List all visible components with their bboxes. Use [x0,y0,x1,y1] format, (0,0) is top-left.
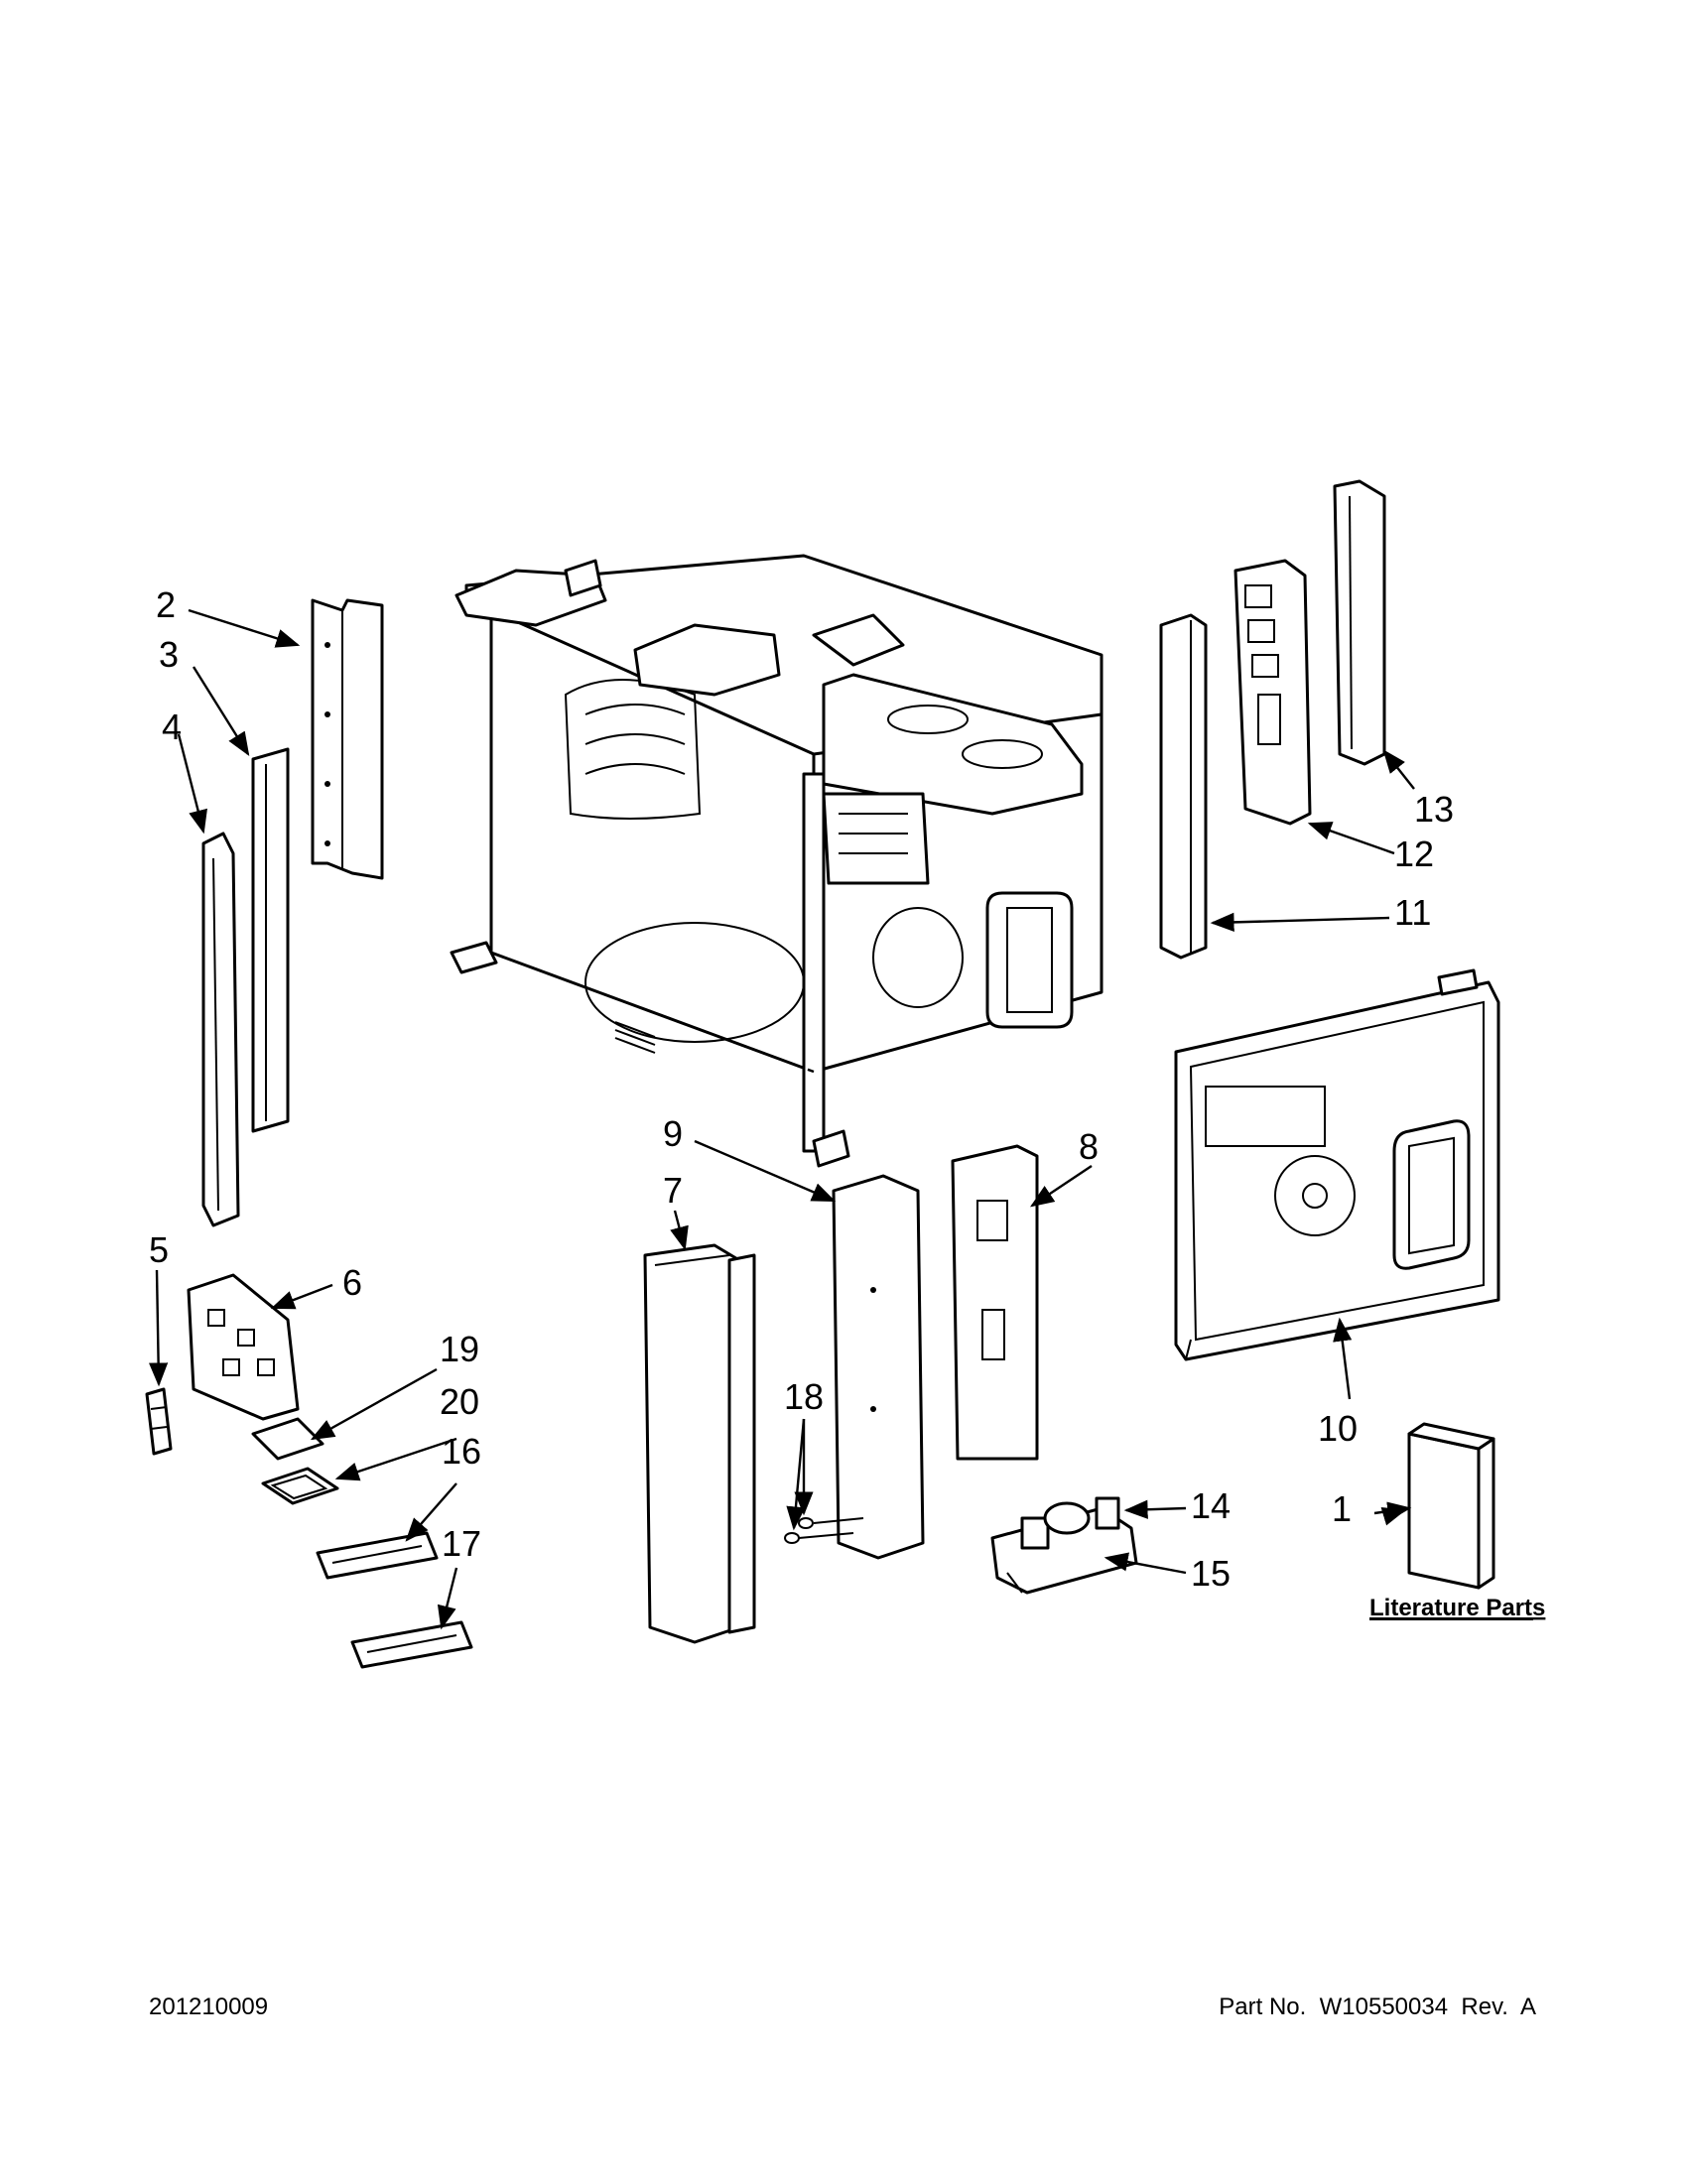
part-6-control-board [187,1273,300,1421]
callout-labels: 2 3 4 5 6 19 20 16 17 7 9 8 18 14 15 10 … [149,584,1454,1594]
part-10-rear-panel [1174,968,1500,1361]
footer-part-number: Part No. W10550034 Rev. A [1219,1993,1536,2020]
part-4-front-trim [201,832,240,1227]
part-11-side-rail [1159,613,1208,960]
callout-10: 10 [1318,1408,1358,1449]
part-7-door-panel [643,1243,756,1644]
part-13-board-cover [1333,479,1386,766]
callout-5: 5 [149,1229,169,1270]
callout-4: 4 [162,707,182,747]
callout-3: 3 [159,634,179,675]
leader-lines [149,608,1415,1630]
part-16-bracket [316,1531,439,1580]
callout-2: 2 [156,584,176,625]
part-5-latch [145,1387,173,1456]
callout-7: 7 [663,1170,683,1211]
part-20-tray [261,1467,339,1505]
callout-8: 8 [1079,1126,1099,1167]
literature-parts-label: Literature Parts [1369,1595,1545,1621]
part-9-bezel [832,1174,925,1560]
cabinet-assembly [450,554,1103,1168]
callout-12: 12 [1394,834,1434,874]
part-19-pad [251,1417,324,1461]
part-1-literature-book [1407,1422,1495,1590]
callout-14: 14 [1191,1485,1231,1526]
part-17-bracket [350,1620,473,1669]
callout-11: 11 [1394,892,1431,933]
callout-20: 20 [440,1381,479,1422]
callout-9: 9 [663,1113,683,1154]
callout-18: 18 [784,1376,824,1417]
callout-13: 13 [1414,789,1454,830]
callout-1: 1 [1332,1488,1352,1529]
callout-16: 16 [442,1431,481,1472]
part-2-side-bracket [311,598,384,880]
callout-19: 19 [440,1329,479,1369]
part-3-vertical-rail [251,747,290,1133]
part-14-15-transformer [990,1496,1138,1595]
part-8-control-plate [951,1144,1039,1461]
part-18-screws [784,1517,864,1544]
part-12-control-board [1233,559,1312,826]
callout-15: 15 [1191,1553,1231,1594]
callout-17: 17 [442,1523,481,1564]
callout-6: 6 [342,1262,362,1303]
footer-diagram-code: 201210009 [149,1993,268,2020]
